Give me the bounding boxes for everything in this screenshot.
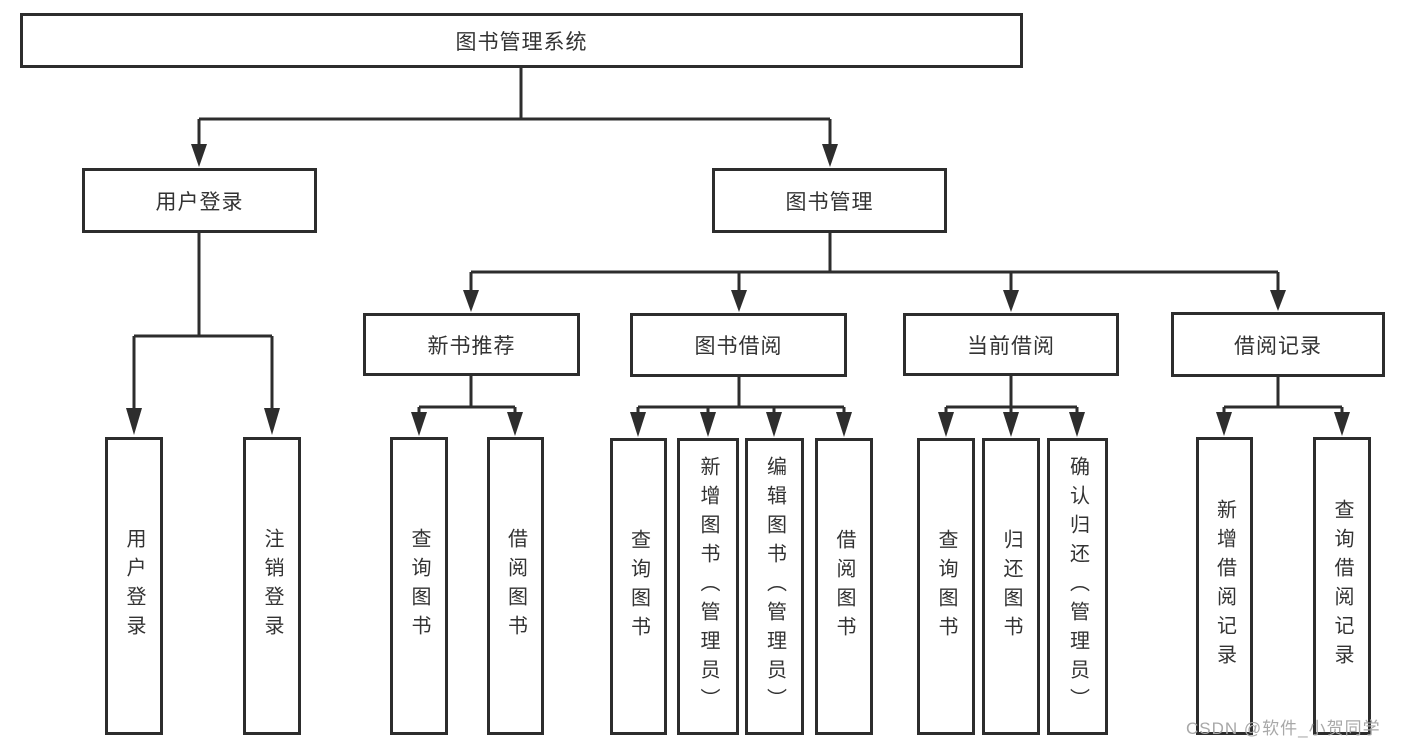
leaf-borrow-edit-books-admin: 编辑图书（管理员） [745, 438, 804, 735]
leaf-current-query-books-label: 查询图书 [935, 528, 957, 645]
leaf-borrow-add-books-admin-label: 新增图书（管理员） [697, 456, 719, 717]
leaf-recommend-borrow-books: 借阅图书 [487, 437, 544, 735]
leaf-current-return-books-label: 归还图书 [1000, 528, 1022, 645]
node-current-borrow: 当前借阅 [903, 313, 1119, 376]
leaf-recommend-query-books-label: 查询图书 [408, 528, 430, 644]
leaf-borrow-borrow-books: 借阅图书 [815, 438, 873, 735]
leaf-borrow-query-books-label: 查询图书 [627, 528, 650, 645]
leaf-borrow-borrow-books-label: 借阅图书 [833, 528, 855, 645]
leaf-current-confirm-return-admin: 确认归还（管理员） [1047, 438, 1108, 735]
node-book-borrow-label: 图书借阅 [694, 335, 783, 358]
leaf-records-query-record: 查询借阅记录 [1313, 437, 1371, 735]
node-book-borrow: 图书借阅 [630, 313, 847, 377]
node-library-system-label: 图书管理系统 [455, 30, 588, 54]
node-current-borrow-label: 当前借阅 [967, 334, 1055, 358]
leaf-records-add-record: 新增借阅记录 [1196, 437, 1253, 735]
node-book-management-label: 图书管理 [785, 190, 874, 214]
leaf-current-query-books: 查询图书 [917, 438, 975, 735]
csdn-watermark: CSDN @软件_小贺同学 [1186, 719, 1381, 738]
node-library-system: 图书管理系统 [20, 13, 1023, 68]
leaf-current-confirm-return-admin-label: 确认归还（管理员） [1066, 456, 1089, 717]
leaf-logout: 注销登录 [243, 437, 301, 735]
node-book-management: 图书管理 [712, 168, 947, 233]
node-user-login-label: 用户登录 [155, 190, 244, 214]
leaf-recommend-borrow-books-label: 借阅图书 [504, 528, 527, 644]
leaf-current-return-books: 归还图书 [982, 438, 1040, 735]
leaf-user-login-label: 用户登录 [123, 528, 145, 644]
leaf-records-query-record-label: 查询借阅记录 [1331, 499, 1353, 673]
leaf-user-login: 用户登录 [105, 437, 163, 735]
leaf-borrow-edit-books-admin-label: 编辑图书（管理员） [763, 456, 786, 717]
node-new-book-recommend: 新书推荐 [363, 313, 580, 376]
leaf-borrow-query-books: 查询图书 [610, 438, 667, 735]
node-user-login: 用户登录 [82, 168, 317, 233]
node-borrow-records: 借阅记录 [1171, 312, 1385, 377]
node-borrow-records-label: 借阅记录 [1234, 334, 1322, 358]
node-new-book-recommend-label: 新书推荐 [427, 334, 516, 358]
leaf-records-add-record-label: 新增借阅记录 [1213, 499, 1236, 673]
leaf-borrow-add-books-admin: 新增图书（管理员） [677, 438, 739, 735]
leaf-logout-label: 注销登录 [261, 528, 283, 644]
leaf-recommend-query-books: 查询图书 [390, 437, 448, 735]
